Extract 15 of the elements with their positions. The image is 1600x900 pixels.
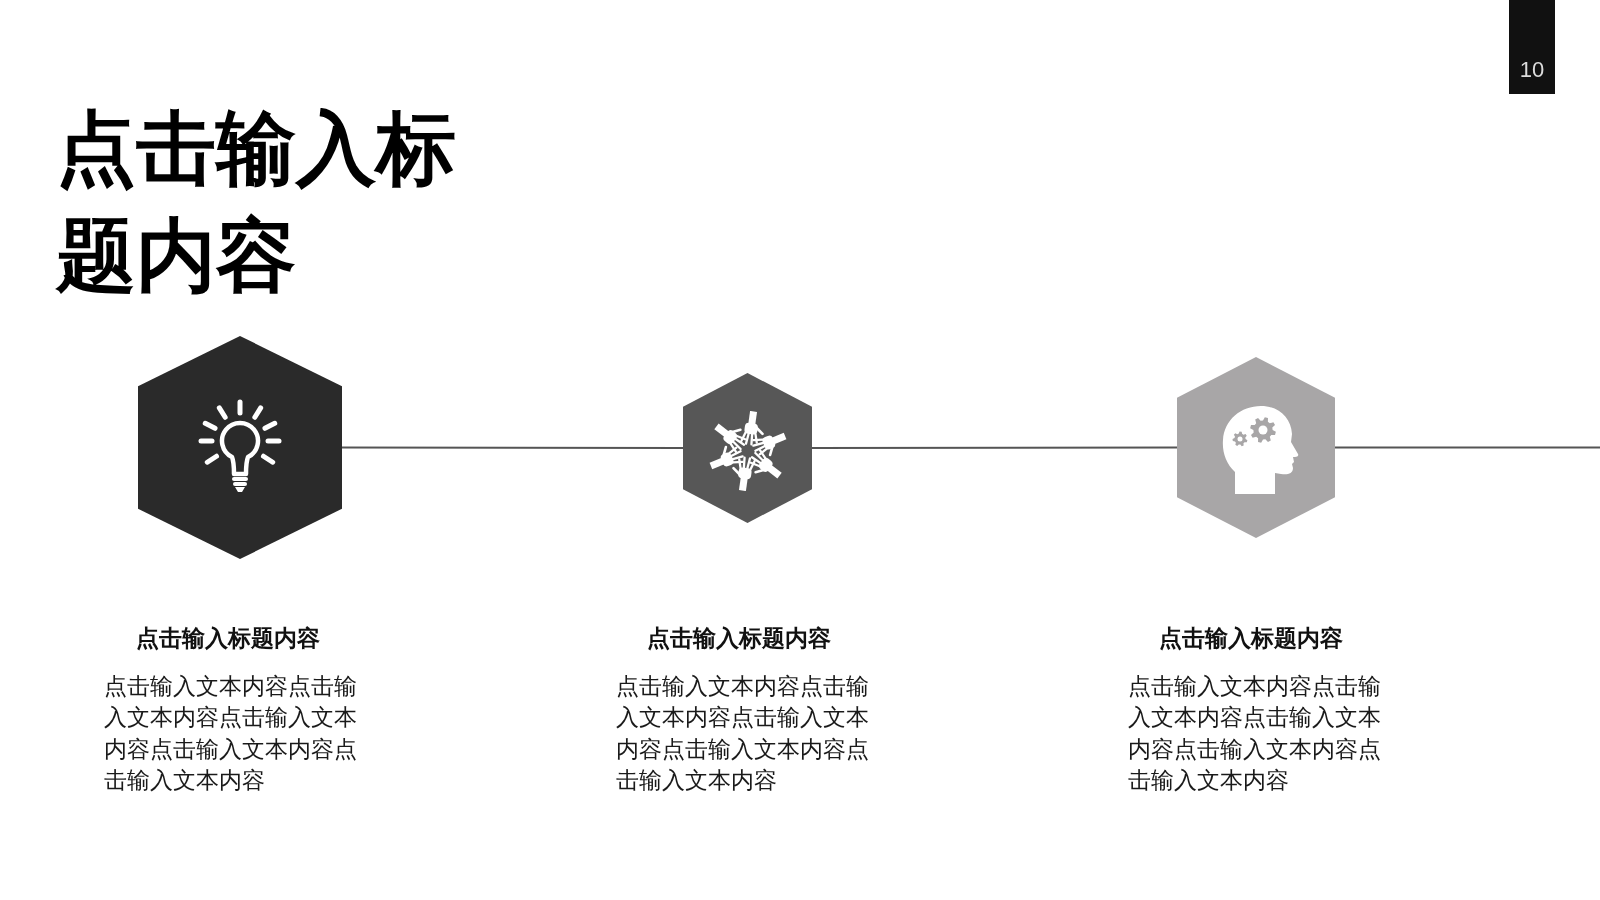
step-description: 点击输入文本内容点击输入文本内容点击输入文本内容点击输入文本内容点击输入文本内容 xyxy=(104,672,358,795)
connector-line xyxy=(341,446,684,449)
hexagon xyxy=(683,373,812,523)
step-heading: 点击输入标题内容 xyxy=(1159,624,1344,652)
connector-line xyxy=(1334,446,1600,449)
hexagon xyxy=(138,336,342,559)
connector-line xyxy=(811,446,1178,449)
slide-title: 点击输入标题内容 xyxy=(56,103,457,302)
step-description: 点击输入文本内容点击输入文本内容点击输入文本内容点击输入文本内容点击输入文本内容 xyxy=(616,672,870,795)
step-heading: 点击输入标题内容 xyxy=(136,624,321,652)
step-description: 点击输入文本内容点击输入文本内容点击输入文本内容点击输入文本内容点击输入文本内容 xyxy=(1128,672,1382,795)
step-heading: 点击输入标题内容 xyxy=(647,624,832,652)
page-number-tab xyxy=(1509,0,1555,94)
hexagon xyxy=(1177,357,1335,538)
page-number: 10 xyxy=(1519,56,1545,83)
